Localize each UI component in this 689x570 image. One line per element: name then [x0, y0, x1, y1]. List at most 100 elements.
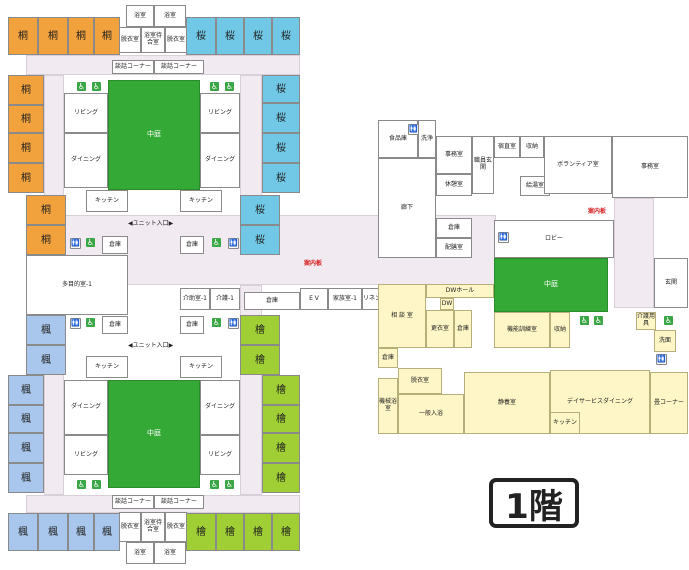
storage-left-lower[interactable]: 倉庫: [102, 316, 128, 334]
meal-room[interactable]: 配膳室: [436, 238, 472, 258]
unit-sakura-r4[interactable]: 桜: [262, 163, 300, 193]
bath-wait-top[interactable]: 浴室待合室: [141, 27, 165, 53]
dw[interactable]: DW: [440, 298, 454, 310]
unit-kaede-b2[interactable]: 楓: [38, 513, 68, 551]
office-room[interactable]: 事務室: [436, 136, 472, 174]
volunteer-room[interactable]: ボランティア室: [544, 136, 612, 194]
dressing-bottom-right[interactable]: 脱衣室: [165, 512, 187, 542]
entrance[interactable]: 玄関: [654, 258, 688, 308]
warehouse-2[interactable]: 倉庫: [454, 310, 472, 348]
unit-kiri-t3[interactable]: 桐: [68, 17, 94, 55]
unit-kiri-l6[interactable]: 桐: [26, 225, 66, 255]
unit-sakura-r5[interactable]: 桜: [240, 195, 280, 225]
family-room-1[interactable]: 家族室-1: [328, 288, 362, 310]
unit-hinoki-b1[interactable]: 檜: [186, 513, 216, 551]
living-lower-left[interactable]: リビング: [64, 435, 108, 475]
dressing-bottom-left[interactable]: 脱衣室: [119, 512, 141, 542]
multipurpose-room[interactable]: 多目的室-1: [26, 255, 128, 315]
bath-changing[interactable]: 脱衣室: [398, 368, 442, 394]
kitchen-upper-right[interactable]: キッチン: [180, 190, 222, 212]
dressing-top-right[interactable]: 脱衣室: [165, 27, 187, 53]
unit-hinoki-b2[interactable]: 檜: [216, 513, 244, 551]
unit-sakura-r2[interactable]: 桜: [262, 103, 300, 133]
unit-kiri-l4[interactable]: 桐: [8, 163, 44, 193]
storage-3[interactable]: 収納: [550, 312, 570, 348]
unit-kiri-t1[interactable]: 桐: [8, 17, 38, 55]
staff-entrance[interactable]: 職員玄関: [472, 136, 494, 194]
elevator[interactable]: E V: [300, 288, 328, 310]
rest-room[interactable]: 休憩室: [436, 174, 472, 196]
storage-right-upper[interactable]: 倉庫: [180, 236, 204, 254]
chat-corner-top-right[interactable]: 談話コーナー: [154, 60, 204, 74]
unit-kaede-l4[interactable]: 楓: [8, 405, 44, 433]
hall-room[interactable]: 廊下: [378, 158, 436, 258]
kitchen-right[interactable]: キッチン: [550, 412, 580, 434]
unit-kiri-l5[interactable]: 桐: [26, 195, 66, 225]
unit-kaede-l2[interactable]: 楓: [26, 345, 66, 375]
bath-wait-bottom[interactable]: 浴室待合室: [141, 512, 165, 542]
unit-kaede-b1[interactable]: 楓: [8, 513, 38, 551]
chat-corner-bottom-right[interactable]: 談話コーナー: [154, 495, 204, 509]
unit-kaede-l5[interactable]: 楓: [8, 433, 44, 463]
chat-corner-top-left[interactable]: 談話コーナー: [112, 60, 154, 74]
wash-basin[interactable]: 洗面: [654, 330, 676, 352]
machine-bath[interactable]: 機械浴室: [378, 378, 398, 434]
unit-hinoki-b3[interactable]: 檜: [244, 513, 272, 551]
kitchen-upper-left[interactable]: キッチン: [86, 190, 128, 212]
consult-office[interactable]: 相 談 室: [378, 284, 426, 348]
storage-ev[interactable]: 倉庫: [244, 292, 300, 310]
bath-bottom-right[interactable]: 浴室: [154, 542, 186, 564]
unit-kaede-l6[interactable]: 楓: [8, 463, 44, 493]
unit-sakura-r1[interactable]: 桜: [262, 75, 300, 103]
care-room-1[interactable]: 介護-1: [210, 288, 240, 310]
general-bath[interactable]: 一般入浴: [398, 394, 464, 434]
storage-right-lower[interactable]: 倉庫: [180, 316, 204, 334]
bath-bottom-left[interactable]: 浴室: [126, 542, 154, 564]
unit-kiri-l2[interactable]: 桐: [8, 105, 44, 133]
tatami-corner[interactable]: 畳コーナー: [650, 372, 688, 434]
unit-kiri-l3[interactable]: 桐: [8, 133, 44, 163]
dining-upper-left[interactable]: ダイニング: [64, 133, 108, 188]
unit-hinoki-r5[interactable]: 檜: [262, 433, 300, 463]
unit-hinoki-r6[interactable]: 檜: [262, 463, 300, 493]
unit-kaede-l1[interactable]: 楓: [26, 315, 66, 345]
kitchen-lower-left[interactable]: キッチン: [86, 356, 128, 378]
changing-room[interactable]: 更衣室: [426, 310, 454, 348]
dressing-top-left[interactable]: 脱衣室: [119, 27, 141, 53]
food-storage[interactable]: 食品庫: [378, 120, 418, 158]
unit-kiri-l1[interactable]: 桐: [8, 75, 44, 105]
unit-hinoki-b4[interactable]: 檜: [272, 513, 300, 551]
rehab-room[interactable]: 機能訓練室: [494, 312, 550, 348]
unit-kaede-b3[interactable]: 楓: [68, 513, 94, 551]
unit-hinoki-r4[interactable]: 檜: [262, 405, 300, 433]
wash-room[interactable]: 洗浄: [418, 120, 436, 158]
warehouse[interactable]: 倉庫: [436, 218, 472, 238]
dining-lower-right[interactable]: ダイニング: [200, 380, 240, 435]
caregiver-room-1[interactable]: 介助室-1: [180, 288, 210, 310]
unit-hinoki-r2[interactable]: 檜: [240, 345, 280, 375]
dining-upper-right[interactable]: ダイニング: [200, 133, 240, 188]
quiet-room[interactable]: 静養室: [464, 372, 550, 434]
unit-kiri-t2[interactable]: 桐: [38, 17, 68, 55]
care-tool[interactable]: 介護用具: [636, 312, 656, 330]
storage-2[interactable]: 収納: [520, 136, 544, 158]
lobby[interactable]: ロビー: [494, 220, 614, 258]
bath-top-left[interactable]: 浴室: [126, 5, 154, 27]
unit-kaede-b4[interactable]: 楓: [94, 513, 120, 551]
living-upper-left[interactable]: リビング: [64, 93, 108, 133]
storage-left-upper[interactable]: 倉庫: [102, 236, 128, 254]
chat-corner-bottom-left[interactable]: 談話コーナー: [112, 495, 154, 509]
kitchen-lower-right[interactable]: キッチン: [180, 356, 222, 378]
unit-sakura-t3[interactable]: 桜: [244, 17, 272, 55]
dw-hall[interactable]: DWホール: [426, 284, 494, 298]
unit-sakura-r6[interactable]: 桜: [240, 225, 280, 255]
unit-sakura-t2[interactable]: 桜: [216, 17, 244, 55]
unit-hinoki-r1[interactable]: 檜: [240, 315, 280, 345]
unit-sakura-t1[interactable]: 桜: [186, 17, 216, 55]
living-upper-right[interactable]: リビング: [200, 93, 240, 133]
business-office[interactable]: 事務室: [612, 136, 688, 198]
unit-hinoki-r3[interactable]: 檜: [262, 375, 300, 405]
dining-lower-left[interactable]: ダイニング: [64, 380, 108, 435]
unit-kaede-l3[interactable]: 楓: [8, 375, 44, 405]
unit-sakura-t4[interactable]: 桜: [272, 17, 300, 55]
